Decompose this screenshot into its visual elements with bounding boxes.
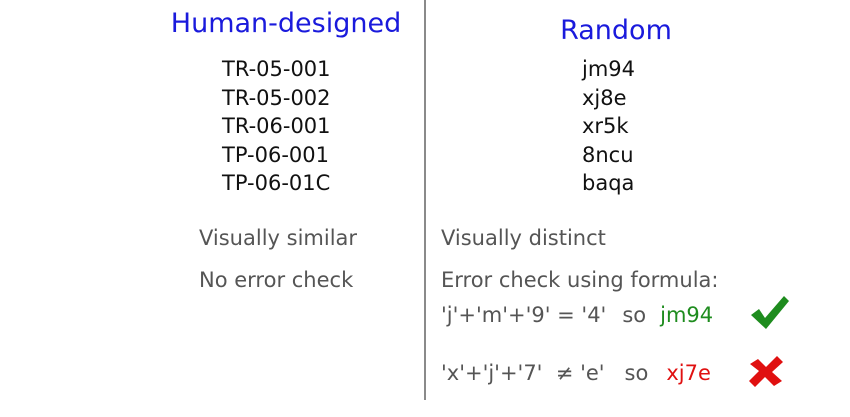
valid-example-line: 'j'+'m'+'9' = '4' so jm94 (441, 294, 790, 336)
human-designed-check: No error check (199, 268, 354, 292)
list-item: TR-06-001 (222, 114, 331, 138)
invalid-formula: 'x'+'j'+'7' ≠ 'e' (441, 361, 605, 385)
cross-icon (719, 330, 786, 417)
list-item: xr5k (582, 114, 629, 138)
human-designed-property: Visually similar (199, 226, 358, 250)
invalid-code: xj7e (666, 361, 711, 385)
list-item: baqa (582, 171, 635, 195)
column-divider (424, 0, 426, 400)
valid-code: jm94 (660, 303, 714, 327)
list-item: TP-06-001 (222, 142, 329, 167)
valid-connector: so (622, 303, 647, 327)
valid-formula: 'j'+'m'+'9' = '4' (441, 303, 607, 327)
list-item: TR-05-001 (222, 57, 331, 81)
invalid-connector: so (624, 361, 649, 385)
list-item: jm94 (582, 57, 636, 81)
human-designed-title: Human-designed (170, 8, 402, 39)
list-item: 8ncu (582, 142, 634, 167)
checkmark-icon (721, 269, 790, 362)
random-title: Random (560, 15, 672, 46)
list-item: TR-05-002 (222, 85, 331, 110)
list-item: xj8e (582, 85, 627, 110)
human-designed-id-list: TR-05-001 TR-05-002 TR-06-001 TP-06-001 … (222, 55, 331, 198)
random-id-list: jm94 xj8e xr5k 8ncu baqa (582, 55, 635, 198)
random-check-heading: Error check using formula: (441, 268, 719, 292)
invalid-example-line: 'x'+'j'+'7' ≠ 'e' so xj7e (441, 353, 786, 393)
list-item: TP-06-01C (222, 171, 331, 195)
random-property: Visually distinct (441, 226, 606, 250)
